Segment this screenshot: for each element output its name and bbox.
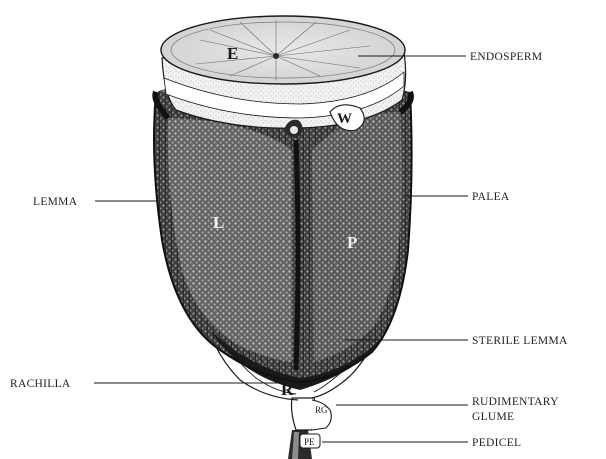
label-rudimentary-glume-line2: GLUME xyxy=(472,411,514,423)
label-rachilla: RACHILLA xyxy=(10,378,71,390)
marker-rudimentary-glume: RG xyxy=(315,405,328,415)
marker-embryo: W xyxy=(337,111,352,127)
marker-lemma: L xyxy=(213,213,224,232)
label-rudimentary-glume-line1: RUDIMENTARY xyxy=(472,396,559,408)
label-lemma: LEMMA xyxy=(33,196,78,208)
marker-endosperm: E xyxy=(227,44,238,63)
label-palea: PALEA xyxy=(472,191,510,203)
marker-rachilla: R xyxy=(281,380,294,399)
label-pedicel: PEDICEL xyxy=(472,437,521,449)
marker-palea: P xyxy=(347,233,357,252)
label-sterile-lemma: STERILE LEMMA xyxy=(472,335,568,347)
marker-pedicel: PE xyxy=(304,437,315,447)
label-endosperm: ENDOSPERM xyxy=(470,51,542,63)
